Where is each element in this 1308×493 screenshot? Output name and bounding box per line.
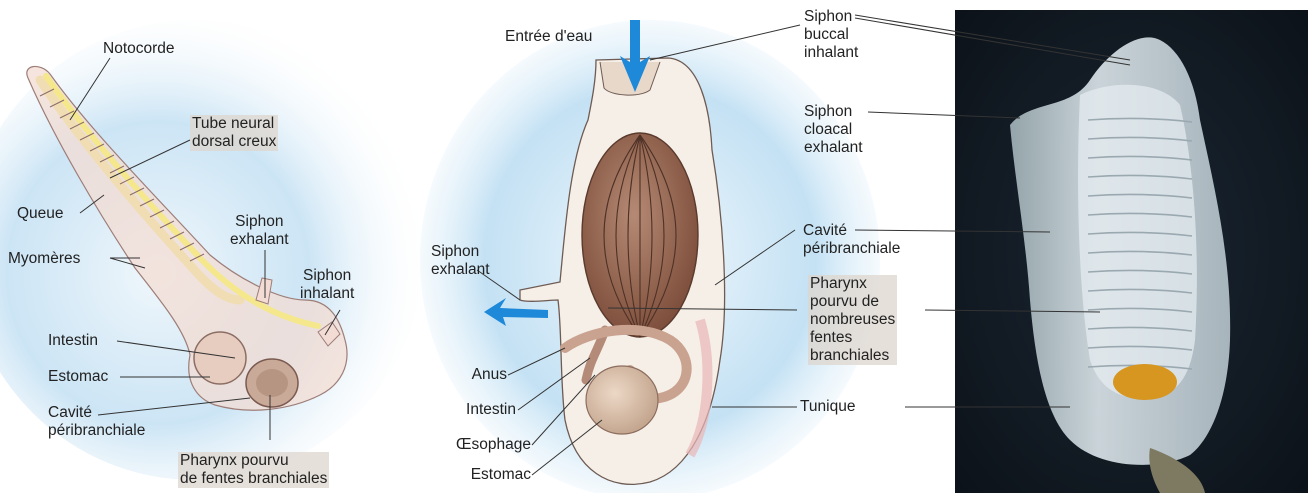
label-cavite-left-line2: péribranchiale — [48, 422, 145, 440]
label-pharynx-right-line5: branchiales — [810, 347, 895, 365]
larva-intestine — [194, 332, 246, 384]
label-siphon-cloacal: Siphon cloacal exhalant — [804, 103, 863, 157]
label-siphon-cloacal-line1: Siphon — [804, 103, 863, 121]
label-siphon-exhalant-left-line1: Siphon — [230, 213, 289, 231]
label-tube-neural-line2: dorsal creux — [192, 133, 276, 151]
label-siphon-cloacal-line3: exhalant — [804, 139, 863, 157]
label-siphon-buccal-line3: inhalant — [804, 44, 858, 62]
label-cavite-right-line1: Cavité — [803, 222, 900, 240]
label-cavite-right: Cavité péribranchiale — [803, 222, 900, 258]
label-cavite-left-line1: Cavité — [48, 404, 145, 422]
label-pharynx-left-line1: Pharynx pourvu — [180, 452, 327, 470]
label-siphon-cloacal-line2: cloacal — [804, 121, 863, 139]
label-siphon-inhalant-left-line1: Siphon — [300, 267, 354, 285]
label-pharynx-right: Pharynx pourvu de nombreuses fentes bran… — [808, 275, 897, 365]
label-siphon-exhalant-mid-line2: exhalant — [431, 261, 490, 279]
label-cavite-right-line2: péribranchiale — [803, 240, 900, 258]
label-siphon-inhalant-left: Siphon inhalant — [300, 267, 354, 303]
label-intestin-left: Intestin — [48, 332, 98, 350]
label-siphon-buccal-line1: Siphon — [804, 8, 858, 26]
larva-pharynx-inner — [256, 369, 288, 397]
label-siphon-inhalant-left-line2: inhalant — [300, 285, 354, 303]
label-pharynx-right-line2: pourvu de — [810, 293, 895, 311]
label-cavite-left: Cavité péribranchiale — [48, 404, 145, 440]
label-pharynx-right-line3: nombreuses — [810, 311, 895, 329]
label-pharynx-left: Pharynx pourvu de fentes branchiales — [178, 452, 329, 488]
label-siphon-buccal: Siphon buccal inhalant — [804, 8, 858, 62]
label-myomeres: Myomères — [8, 250, 80, 268]
label-pharynx-right-line4: fentes — [810, 329, 895, 347]
label-estomac-left: Estomac — [48, 368, 108, 386]
label-pharynx-right-line1: Pharynx — [810, 275, 895, 293]
adult-photo-panel — [955, 10, 1308, 493]
photo-pharynx — [1078, 85, 1197, 398]
label-oesophage: Œsophage — [445, 436, 531, 454]
label-siphon-exhalant-left: Siphon exhalant — [230, 213, 289, 249]
photo-gut — [1113, 364, 1177, 400]
label-anus: Anus — [465, 366, 507, 384]
label-queue: Queue — [17, 205, 64, 223]
label-intestin-mid: Intestin — [440, 401, 516, 419]
label-tube-neural-line1: Tube neural — [192, 115, 276, 133]
label-entree-eau: Entrée d'eau — [505, 28, 592, 46]
label-tunique: Tunique — [800, 398, 855, 416]
label-siphon-exhalant-left-line2: exhalant — [230, 231, 289, 249]
label-tube-neural: Tube neural dorsal creux — [190, 115, 278, 151]
label-pharynx-left-line2: de fentes branchiales — [180, 470, 327, 488]
label-estomac-mid: Estomac — [455, 466, 531, 484]
label-siphon-buccal-line2: buccal — [804, 26, 858, 44]
label-notocorde: Notocorde — [103, 40, 175, 58]
label-siphon-exhalant-mid-line1: Siphon — [431, 243, 490, 261]
label-siphon-exhalant-mid: Siphon exhalant — [431, 243, 490, 279]
